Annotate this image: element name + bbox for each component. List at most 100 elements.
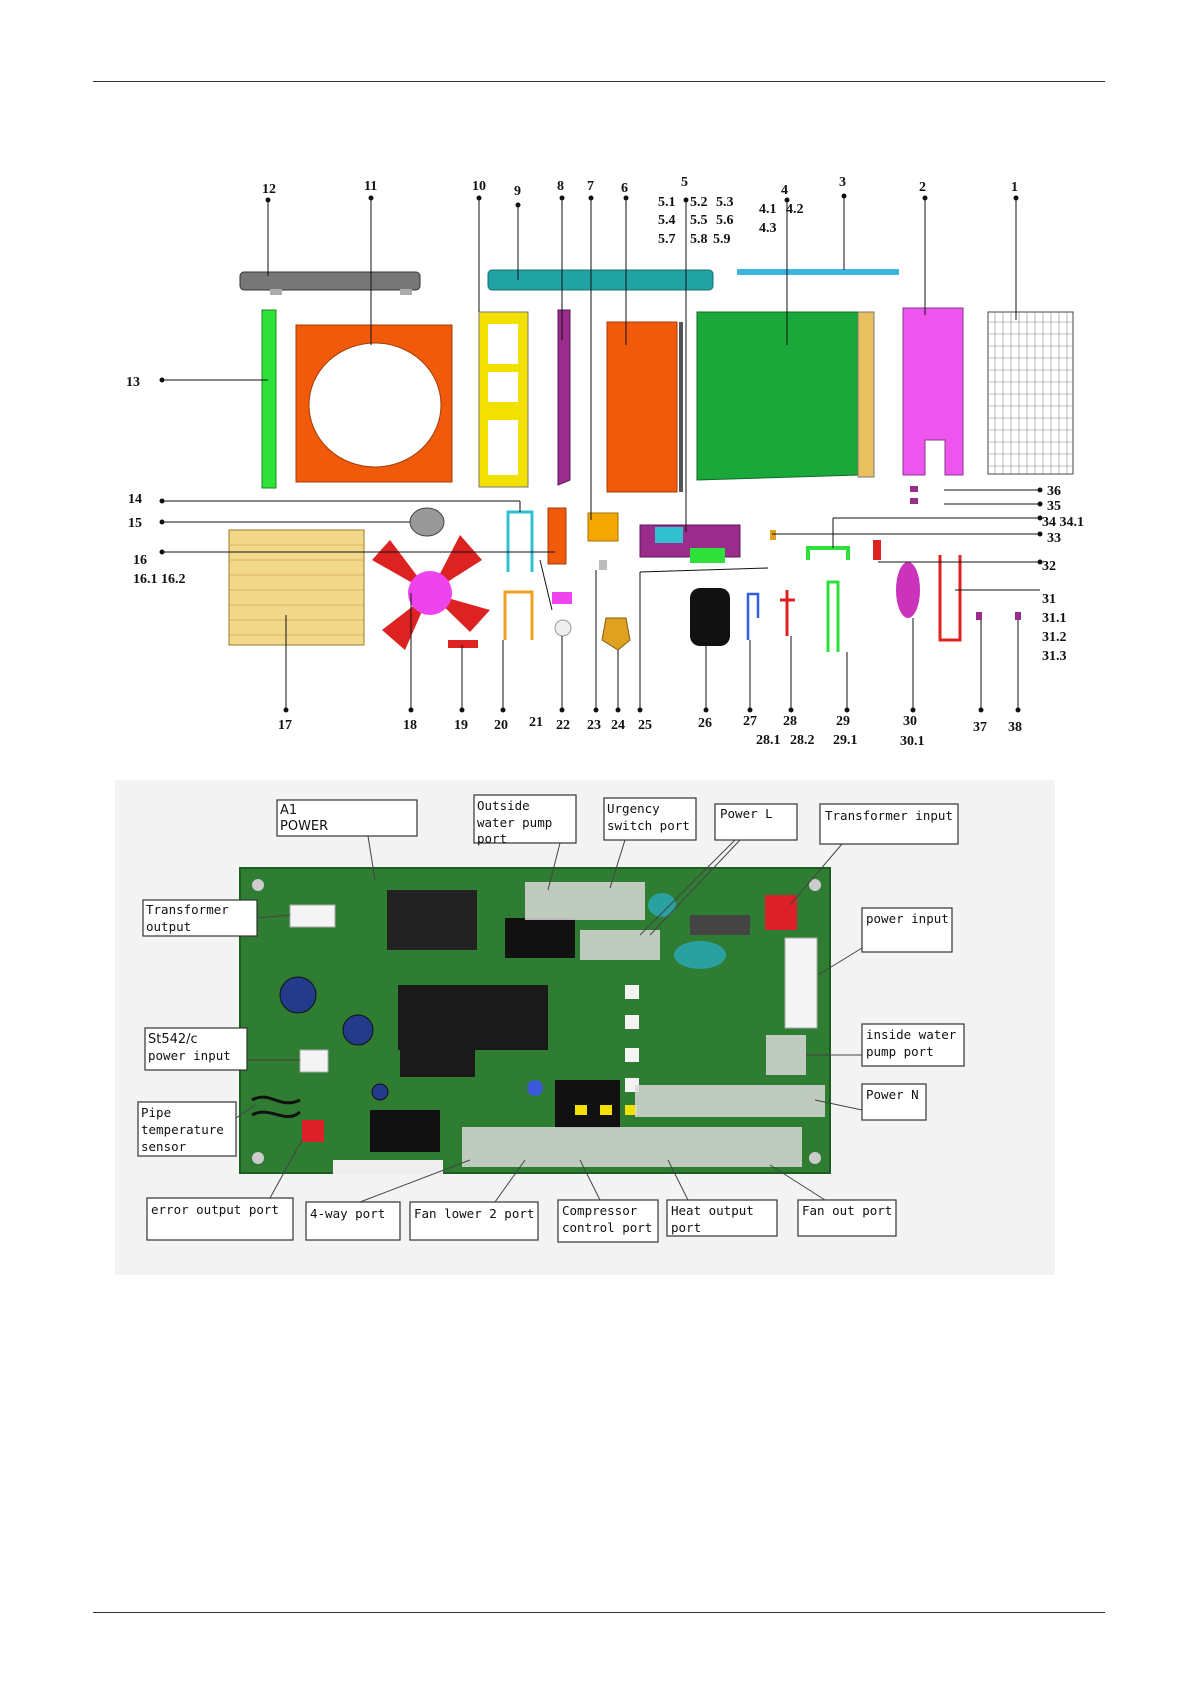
callout-transformer-output-line1: Transformer [146,902,229,917]
callout-error-output-port: error output port [146,1139,303,1241]
callout-heat-output-line1: Heat output [671,1203,754,1218]
callout-transformer-input: Transformer input [789,803,959,906]
label-5-1: 5.1 [658,195,676,210]
label-34-34-1: 34 34.1 [1042,515,1084,530]
callout-fan-out-text: Fan out port [802,1203,892,1218]
part-9-top-cover [487,269,714,291]
leader-lines [162,196,1040,710]
part-15-motor [409,507,445,537]
part-37-marker [976,612,982,620]
part-11-front-panel [295,324,453,483]
label-5-3: 5.3 [716,195,734,210]
part-24-capacitor [601,617,631,651]
callout-error-output-text: error output port [151,1202,279,1217]
label-4: 4 [781,183,788,198]
callout-heat-output-port: Heat output port [666,1159,778,1237]
part-13-side-panel [261,309,277,489]
label-29: 29 [836,714,850,729]
label-13: 13 [126,375,140,390]
label-21: 21 [529,715,543,730]
label-16: 16 [133,553,147,568]
callout-outside-water-pump: Outside water pump port [473,794,577,891]
callout-power-n-text: Power N [866,1087,919,1102]
label-35: 35 [1047,499,1061,514]
callout-power-n: Power N [814,1083,927,1121]
label-16-1-16-2: 16.1 16.2 [133,572,186,587]
callout-compressor-line1: Compressor [562,1203,638,1218]
pcb-board-diagram: A1 POWER Outside water pump port Urgency… [115,780,1055,1275]
part-31-four-way-valve [938,555,962,642]
label-17: 17 [278,718,292,733]
label-4-1: 4.1 [759,202,777,217]
part-2-pink-panel [902,307,964,476]
callout-transformer-input-text: Transformer input [825,808,953,823]
part-27-pipe [746,592,760,640]
label-32: 32 [1042,559,1056,574]
part-12-top-bracket [239,271,421,295]
callout-a1-power-line2: POWER [280,819,328,834]
label-4-3: 4.3 [759,221,777,236]
part-32-sensor [873,540,881,560]
label-30-1: 30.1 [900,734,925,749]
label-5-5: 5.5 [690,213,708,228]
pcb-components [251,879,825,1174]
part-28-valve [780,590,795,636]
label-37: 37 [973,720,987,735]
part-36-marker [910,486,918,492]
label-1: 1 [1011,180,1018,195]
part-30-accumulator [896,562,920,618]
part-6-orange-panel [606,321,683,493]
label-14: 14 [128,492,142,507]
callout-outside-pump-line1: Outside [477,798,530,813]
label-7: 7 [587,179,594,194]
callout-heat-output-line2: port [671,1220,701,1235]
label-27: 27 [743,714,757,729]
label-31-1: 31.1 [1042,611,1067,626]
callout-inside-pump-line2: pump port [866,1044,934,1059]
label-12: 12 [262,182,276,197]
callout-power-input: power input [817,907,953,976]
label-3: 3 [839,175,846,190]
part-18-fan-blade [372,535,490,650]
label-5-4: 5.4 [658,213,676,228]
callout-4-way-port: 4-way port [305,1159,471,1241]
part-1-mesh-grille [987,311,1074,475]
label-5-6: 5.6 [716,213,734,228]
label-23: 23 [587,718,601,733]
callout-inside-pump-line1: inside water [866,1027,957,1042]
callout-power-l-text: Power L [720,806,773,821]
callout-outside-pump-line2: water pump [477,815,552,830]
label-28-1: 28.1 [756,733,781,748]
callout-fan-lower-text: Fan lower 2 port [414,1206,534,1221]
exploded-view-diagram: 12 11 10 9 8 7 6 5 5.1 5.2 5.3 5.4 5.5 5… [126,175,1084,749]
part-29-pipe [826,580,840,652]
callout-a1-power-line1: A1 [280,803,297,818]
label-28: 28 [783,714,797,729]
callout-power-l: Power L [639,803,798,936]
leader-dots [159,193,1043,713]
callout-transformer-output-line2: output [146,919,191,934]
label-15: 15 [128,516,142,531]
label-5-2: 5.2 [690,195,708,210]
label-30: 30 [903,714,917,729]
part-8-purple-bracket [557,309,571,486]
part-22-knob [554,619,572,637]
label-31-2: 31.2 [1042,630,1067,645]
callout-pipe-temperature-sensor: Pipe temperature sensor [137,1101,256,1157]
label-18: 18 [403,718,417,733]
callout-compressor-line2: control port [562,1220,652,1235]
label-5-8: 5.8 [690,232,708,247]
label-31-3: 31.3 [1042,649,1067,664]
bottom-rule [93,1612,1105,1613]
callout-pipe-line2: temperature [141,1122,224,1137]
callout-4-way-text: 4-way port [310,1206,385,1221]
label-29-1: 29.1 [833,733,858,748]
label-22: 22 [556,718,570,733]
label-6: 6 [621,181,628,196]
callout-inside-water-pump: inside water pump port [806,1023,965,1067]
label-26: 26 [698,716,712,731]
part-10-yellow-frame [478,311,529,488]
callout-urgency-switch: Urgency switch port [603,797,697,889]
label-8: 8 [557,179,564,194]
callout-fan-out-port: Fan out port [769,1164,897,1237]
